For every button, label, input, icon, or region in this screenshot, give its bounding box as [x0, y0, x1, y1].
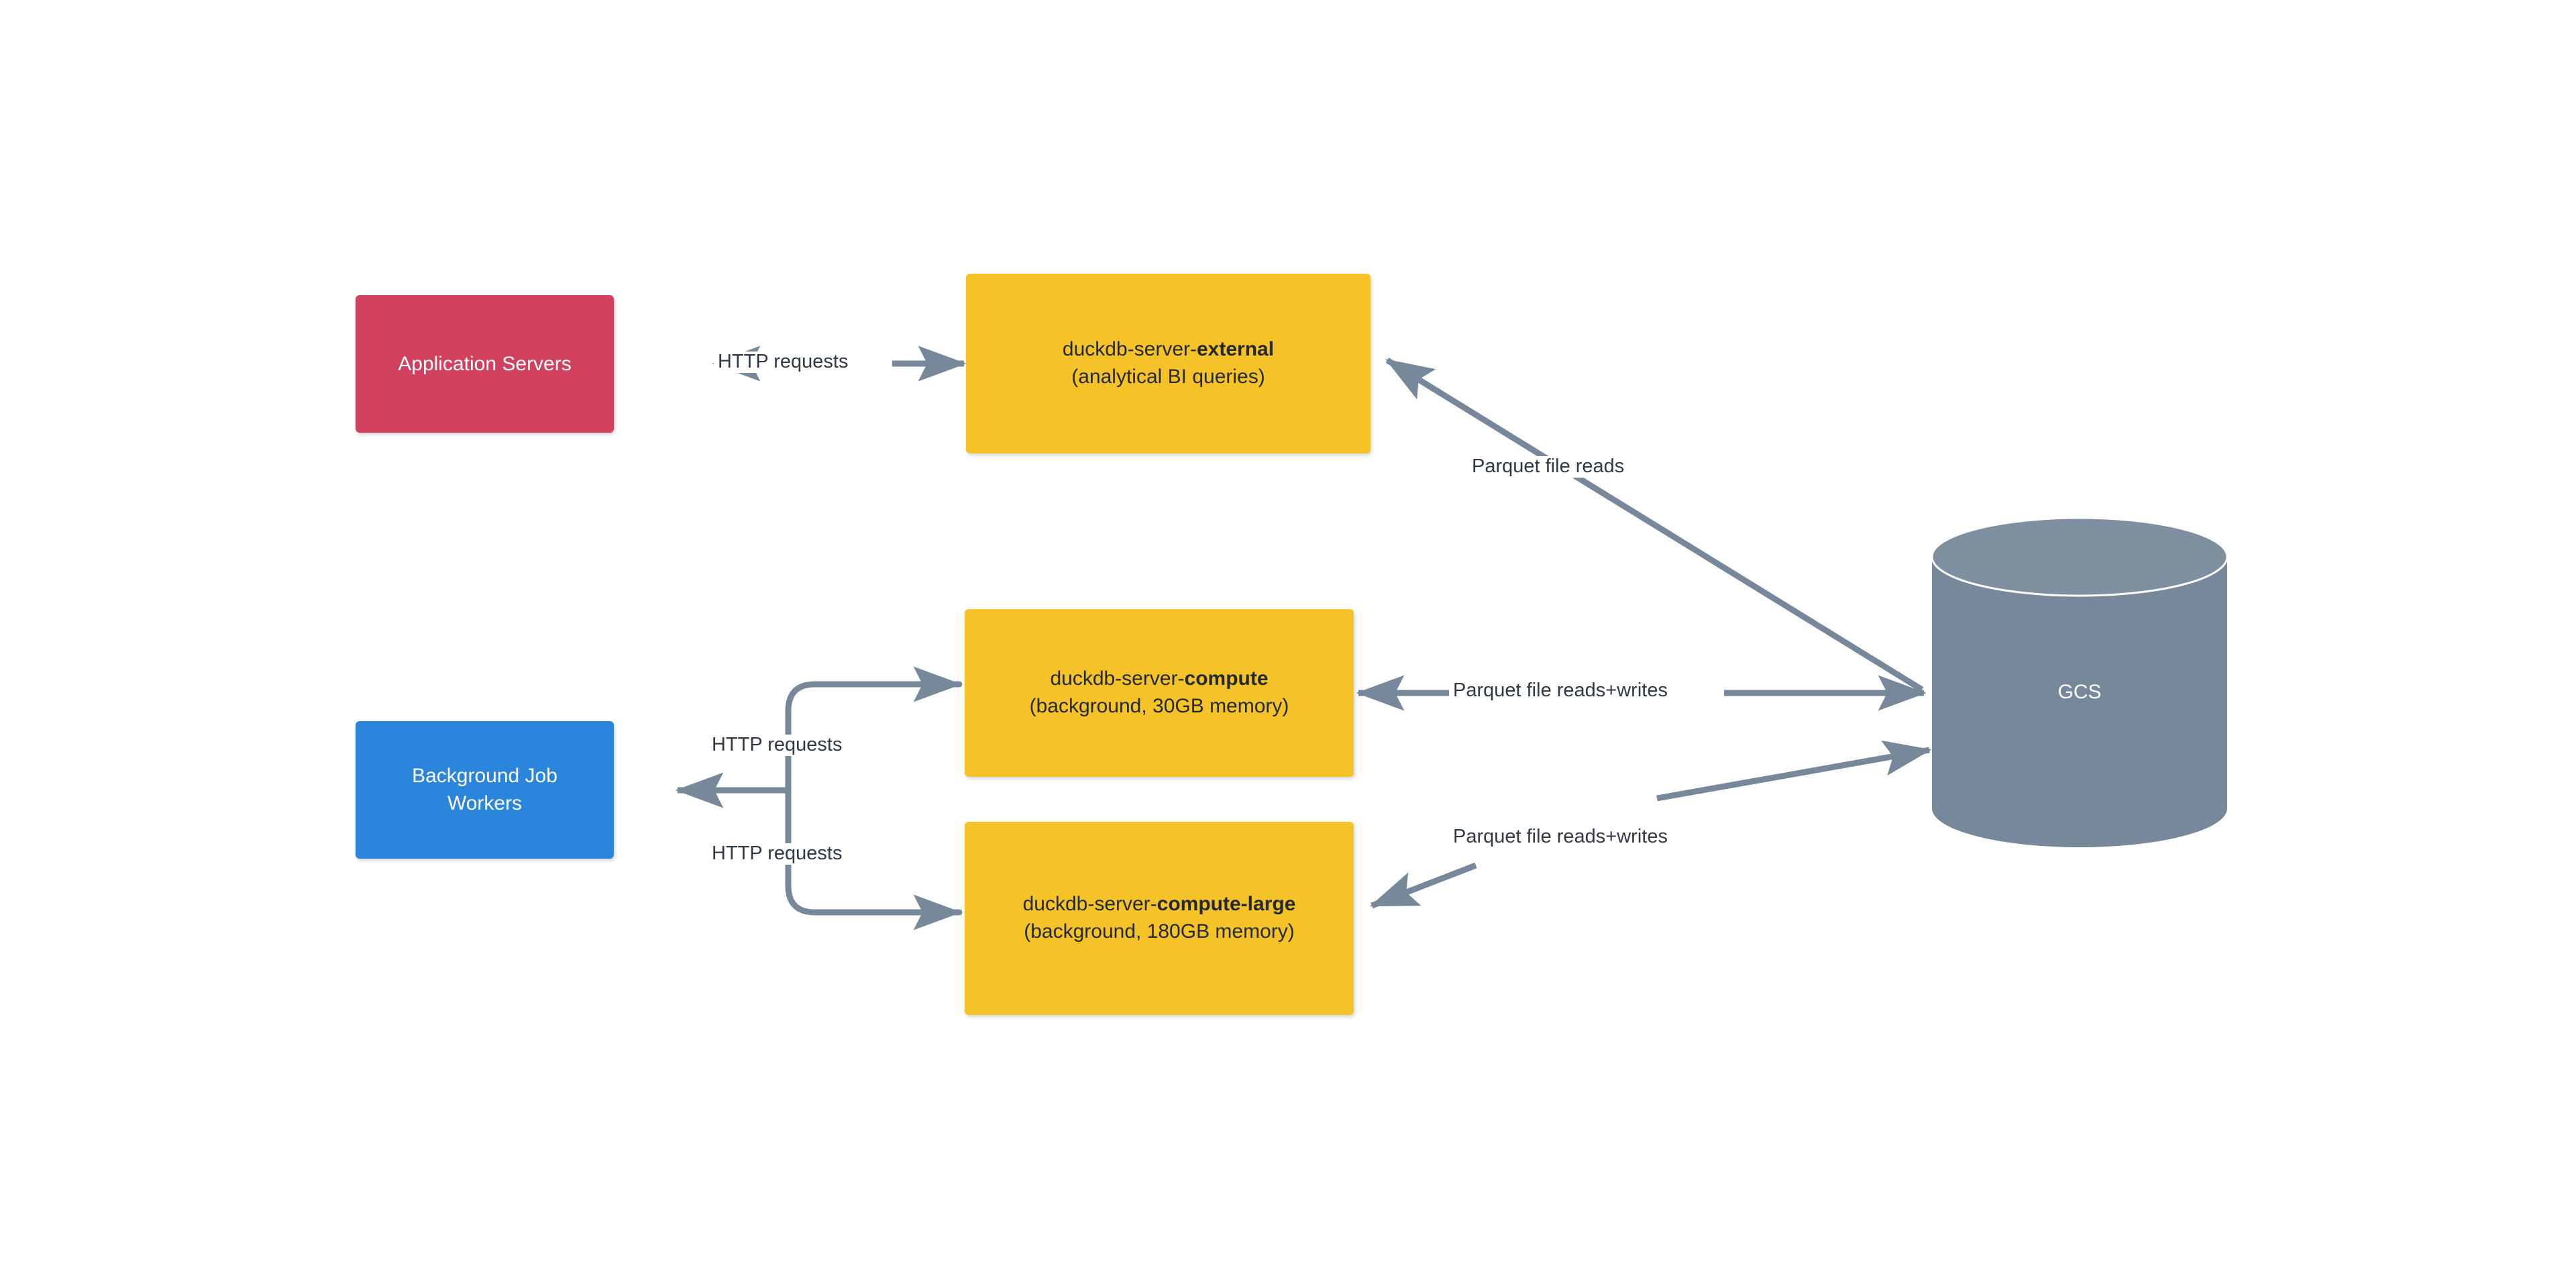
application-servers-label: Application Servers	[398, 352, 572, 375]
duckdb-server-compute-large-title: duckdb-server-compute-large	[1023, 891, 1296, 918]
node-duckdb-server-compute[interactable]: duckdb-server-compute (background, 30GB …	[965, 609, 1354, 777]
duckdb-server-external-title-suffix: external	[1197, 338, 1275, 361]
edge-label-compute-large-to-gcs: Parquet file reads+writes	[1449, 826, 1672, 848]
duckdb-server-compute-title: duckdb-server-compute	[1050, 665, 1268, 693]
node-background-job-workers[interactable]: Background Job Workers	[356, 721, 614, 859]
duckdb-server-external-title: duckdb-server-external	[1063, 336, 1274, 364]
background-job-workers-label-line2: Workers	[447, 792, 523, 814]
edge-label-gcs-to-external: Parquet file reads	[1468, 455, 1629, 478]
duckdb-server-compute-title-prefix: duckdb-server-	[1050, 667, 1185, 690]
background-job-workers-label-line1: Background Job	[412, 764, 557, 787]
edge-workers-to-compute-large	[785, 787, 963, 930]
edge-label-workers-to-compute-large: HTTP requests	[708, 843, 847, 865]
duckdb-server-compute-title-suffix: compute	[1184, 667, 1269, 690]
edge-workers-to-compute	[785, 666, 963, 794]
duckdb-server-compute-large-subtitle: (background, 180GB memory)	[1024, 920, 1295, 943]
edge-gcs-to-external	[1385, 358, 1924, 692]
duckdb-server-compute-large-title-suffix: compute-large	[1157, 893, 1296, 916]
node-duckdb-server-external[interactable]: duckdb-server-external (analytical BI qu…	[966, 274, 1371, 453]
duckdb-server-compute-large-title-prefix: duckdb-server-	[1022, 893, 1157, 916]
gcs-cylinder[interactable]	[1931, 517, 2229, 847]
node-duckdb-server-compute-large[interactable]: duckdb-server-compute-large (background,…	[965, 822, 1354, 1015]
edge-label-compute-to-gcs: Parquet file reads+writes	[1449, 680, 1672, 702]
edge-label-app-to-external: HTTP requests	[714, 351, 853, 373]
duckdb-server-compute-subtitle: (background, 30GB memory)	[1029, 695, 1289, 717]
edge-label-workers-to-compute: HTTP requests	[708, 734, 847, 756]
edge-compute-large-to-gcs	[1369, 740, 1932, 909]
duckdb-server-external-subtitle: (analytical BI queries)	[1071, 366, 1265, 388]
node-application-servers[interactable]: Application Servers	[356, 295, 614, 433]
duckdb-server-external-title-prefix: duckdb-server-	[1062, 338, 1197, 361]
